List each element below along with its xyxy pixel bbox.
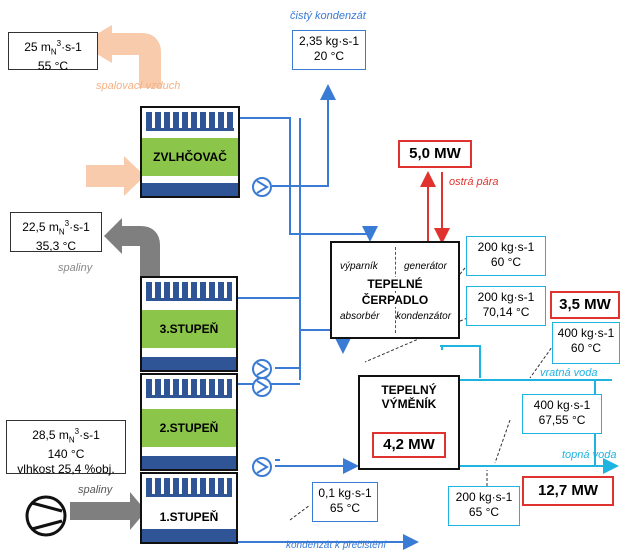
- stage1-unit: 1.STUPEŇ: [140, 472, 238, 544]
- absorber-label: absorbér: [340, 311, 380, 322]
- humidifier-unit: ZVLHČOVAČ: [140, 106, 240, 198]
- steam-power-box: 5,0 MW: [398, 140, 472, 168]
- flue-gas-out-flow: 22,5 m: [22, 220, 59, 234]
- return-water-caption: vratná voda: [540, 367, 598, 379]
- total-power-box: 12,7 MW: [522, 476, 614, 506]
- supply-water-caption: topná voda: [562, 449, 617, 461]
- condensate-out-caption: kondenzát k přečištění: [286, 540, 387, 551]
- clean-condensate-flow: 2,35 kg·s-1: [298, 34, 360, 48]
- heat-pump-box: výparník generátor TEPELNÉ ČERPADLO abso…: [330, 241, 460, 339]
- hp-flow-b-flow: 200 kg·s-1: [477, 290, 535, 304]
- leader-condensate: [289, 504, 311, 521]
- stage3-label: 3.STUPEŇ: [142, 310, 236, 348]
- heat-pump-title-1: TEPELNÉ: [332, 277, 458, 291]
- clean-condensate-temp: 20 °C: [313, 49, 345, 63]
- hp-flow-a-flow: 200 kg·s-1: [477, 240, 535, 254]
- generator-label: generátor: [404, 261, 447, 272]
- combustion-air-flow-unit: ·s-1: [61, 40, 82, 54]
- flue-gas-out-box: 22,5 mN3·s-1 35,3 °C: [10, 212, 102, 254]
- flue-gas-in-box: 28,5 mN3·s-1 140 °C vlhkost 25,4 %obj.: [6, 420, 126, 477]
- supply-flow-box: 400 kg·s-1 67,55 °C: [522, 394, 602, 434]
- flue-gas-in-sup: 3: [74, 427, 80, 436]
- combustion-air-caption: spalovací vzduch: [96, 80, 181, 92]
- pipe-pump-humidifier: [272, 84, 336, 187]
- exch-flow-temp: 65 °C: [468, 505, 500, 519]
- flue-gas-in-caption: spaliny: [78, 484, 113, 496]
- evaporator-label: výparník: [340, 261, 378, 272]
- exchanger-power: 4,2 MW: [372, 432, 446, 458]
- stage1-label: 1.STUPEŇ: [159, 510, 219, 524]
- combustion-air-inlet-head: [124, 156, 145, 196]
- hp-flow-a-box: 200 kg·s-1 60 °C: [466, 236, 546, 276]
- combustion-air-inlet-arrow: [86, 165, 124, 187]
- pump-icon: [252, 377, 272, 397]
- condensate-out-temp: 65 °C: [329, 501, 361, 515]
- hp-flow-a-temp: 60 °C: [490, 255, 522, 269]
- leader-hp-b: [364, 315, 473, 363]
- humidifier-label: ZVLHČOVAČ: [142, 138, 238, 176]
- clean-condensate-caption: čistý kondenzát: [290, 10, 366, 22]
- heat-pump-title-2: ČERPADLO: [332, 293, 458, 307]
- flue-gas-in-flow-unit: ·s-1: [79, 428, 100, 442]
- return-flow-flow: 400 kg·s-1: [557, 326, 615, 340]
- flue-gas-out-caption: spaliny: [58, 262, 93, 274]
- steam-caption: ostrá pára: [449, 176, 499, 188]
- flue-gas-outlet-arrow: [122, 226, 160, 282]
- combustion-air-box: 25 mN3·s-1 55 °C: [8, 32, 98, 73]
- heat-exchanger-box: TEPELNÝ VÝMĚNÍK 4,2 MW: [358, 375, 460, 470]
- stage2-label: 2.STUPEŇ: [142, 409, 236, 447]
- combustion-air-flow: 25 m: [24, 40, 51, 54]
- supply-flow-flow: 400 kg·s-1: [533, 398, 591, 412]
- flue-gas-out-sub: N: [58, 227, 65, 237]
- exchanger-title-2: VÝMĚNÍK: [381, 397, 437, 411]
- flue-gas-outlet-head: [104, 218, 122, 254]
- exch-flow-flow: 200 kg·s-1: [455, 490, 513, 504]
- flue-gas-in-temp: 140 °C: [47, 447, 85, 462]
- supply-flow-temp: 67,55 °C: [538, 413, 586, 427]
- flue-gas-out-temp: 35,3 °C: [35, 239, 77, 254]
- stage3-unit: 3.STUPEŇ: [140, 276, 238, 372]
- flue-gas-in-humidity: vlhkost 25,4 %obj.: [17, 462, 115, 477]
- flue-gas-inlet-head: [130, 492, 146, 530]
- combustion-air-outlet-arrow: [112, 33, 161, 88]
- flue-gas-inlet-arrow: [70, 502, 130, 520]
- return-flow-box: 400 kg·s-1 60 °C: [552, 322, 620, 364]
- hp-flow-b-temp: 70,14 °C: [482, 305, 530, 319]
- flue-gas-out-flow-unit: ·s-1: [69, 220, 90, 234]
- condensate-out-box: 0,1 kg·s-1 65 °C: [312, 482, 378, 522]
- condensate-out-flow: 0,1 kg·s-1: [318, 486, 372, 500]
- combustion-air-sup: 3: [56, 39, 62, 48]
- flue-gas-out-sup: 3: [64, 219, 70, 228]
- hp-absorber-line: [440, 345, 481, 378]
- condenser-label: kondenzátor: [396, 311, 452, 322]
- pump-icon: [252, 457, 272, 477]
- pump-icon: [252, 177, 272, 197]
- leader-supply: [494, 419, 511, 464]
- hp-flow-b-box: 200 kg·s-1 70,14 °C: [466, 286, 546, 326]
- blower-icon: [25, 495, 67, 537]
- pipe-humidifier-top: [240, 117, 378, 242]
- combustion-air-temp: 55 °C: [37, 59, 69, 74]
- flue-gas-in-flow: 28,5 m: [32, 428, 69, 442]
- combustion-air-sub: N: [50, 47, 57, 57]
- exchanger-title-1: TEPELNÝ: [381, 383, 437, 397]
- return-flow-temp: 60 °C: [570, 341, 602, 355]
- stage2-unit: 2.STUPEŇ: [140, 373, 238, 471]
- exch-flow-box: 200 kg·s-1 65 °C: [448, 486, 520, 526]
- hp-power-box: 3,5 MW: [550, 291, 620, 319]
- clean-condensate-box: 2,35 kg·s-1 20 °C: [292, 30, 366, 70]
- flue-gas-in-sub: N: [68, 435, 75, 445]
